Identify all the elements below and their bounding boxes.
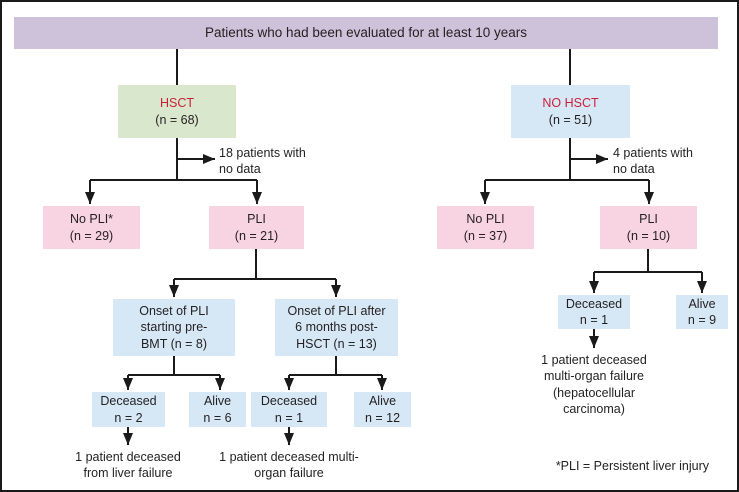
node-pli-hsct: PLI (n = 21) xyxy=(209,206,304,249)
node-onset-post-hsct: Onset of PLI after 6 months post- HSCT (… xyxy=(275,299,398,356)
node-deceased-post: Deceased n = 1 xyxy=(251,392,327,427)
node-no-hsct-title: NO HSCT xyxy=(542,96,599,111)
node-pli-no-hsct-count: (n = 10) xyxy=(626,228,671,243)
node-deceased-no-hsct-count: n = 1 xyxy=(579,313,609,327)
node-alive-no-hsct-count: n = 9 xyxy=(687,313,717,327)
node-alive-post: Alive n = 12 xyxy=(354,392,411,427)
node-alive-post-title: Alive xyxy=(368,394,397,409)
node-deceased-no-hsct-title: Deceased xyxy=(565,296,623,311)
node-deceased-pre-count: n = 2 xyxy=(114,410,143,425)
node-no-pli-no-hsct: No PLI (n = 37) xyxy=(437,206,534,249)
note-multi-organ-left: 1 patient deceased multi- organ failure xyxy=(219,450,359,481)
node-pli-hsct-title: PLI xyxy=(247,212,266,227)
node-hsct-count: (n = 68) xyxy=(155,112,199,127)
node-deceased-no-hsct: Deceased n = 1 xyxy=(558,295,630,329)
node-alive-no-hsct: Alive n = 9 xyxy=(676,295,728,329)
node-hsct: HSCT (n = 68) xyxy=(118,85,236,138)
banner-title: Patients who had been evaluated for at l… xyxy=(14,17,718,49)
node-pli-no-hsct-title: PLI xyxy=(639,212,658,227)
node-deceased-pre: Deceased n = 2 xyxy=(92,392,165,427)
note-liver-failure: 1 patient deceased from liver failure xyxy=(75,450,181,481)
node-pli-hsct-count: (n = 21) xyxy=(234,228,279,243)
node-onset-pre-bmt: Onset of PLI starting pre- BMT (n = 8) xyxy=(113,299,235,356)
node-alive-pre: Alive n = 6 xyxy=(189,392,246,427)
node-alive-post-count: n = 12 xyxy=(364,410,401,425)
node-deceased-post-count: n = 1 xyxy=(274,410,304,425)
node-no-pli-no-hsct-title: No PLI xyxy=(466,212,505,227)
footnote-pli-definition: *PLI = Persistent liver injury xyxy=(555,459,709,473)
note-no-data-no-hsct: 4 patients with no data xyxy=(613,146,693,177)
node-no-pli-hsct-count: (n = 29) xyxy=(69,228,114,243)
node-pli-no-hsct: PLI (n = 10) xyxy=(600,206,697,249)
node-no-pli-hsct-title: No PLI* xyxy=(69,212,114,227)
node-no-pli-hsct: No PLI* (n = 29) xyxy=(43,206,140,249)
note-multi-organ-right: 1 patient deceased multi-organ failure (… xyxy=(541,353,647,416)
node-no-hsct: NO HSCT (n = 51) xyxy=(511,85,630,138)
node-alive-pre-count: n = 6 xyxy=(203,410,232,425)
node-no-hsct-count: (n = 51) xyxy=(548,112,593,127)
node-alive-pre-title: Alive xyxy=(203,394,232,409)
node-no-pli-no-hsct-count: (n = 37) xyxy=(463,228,508,243)
node-deceased-pre-title: Deceased xyxy=(100,394,157,409)
node-deceased-post-title: Deceased xyxy=(260,394,318,409)
node-alive-no-hsct-title: Alive xyxy=(688,296,716,311)
node-hsct-title: HSCT xyxy=(159,96,195,111)
note-no-data-hsct: 18 patients with no data xyxy=(219,146,306,177)
